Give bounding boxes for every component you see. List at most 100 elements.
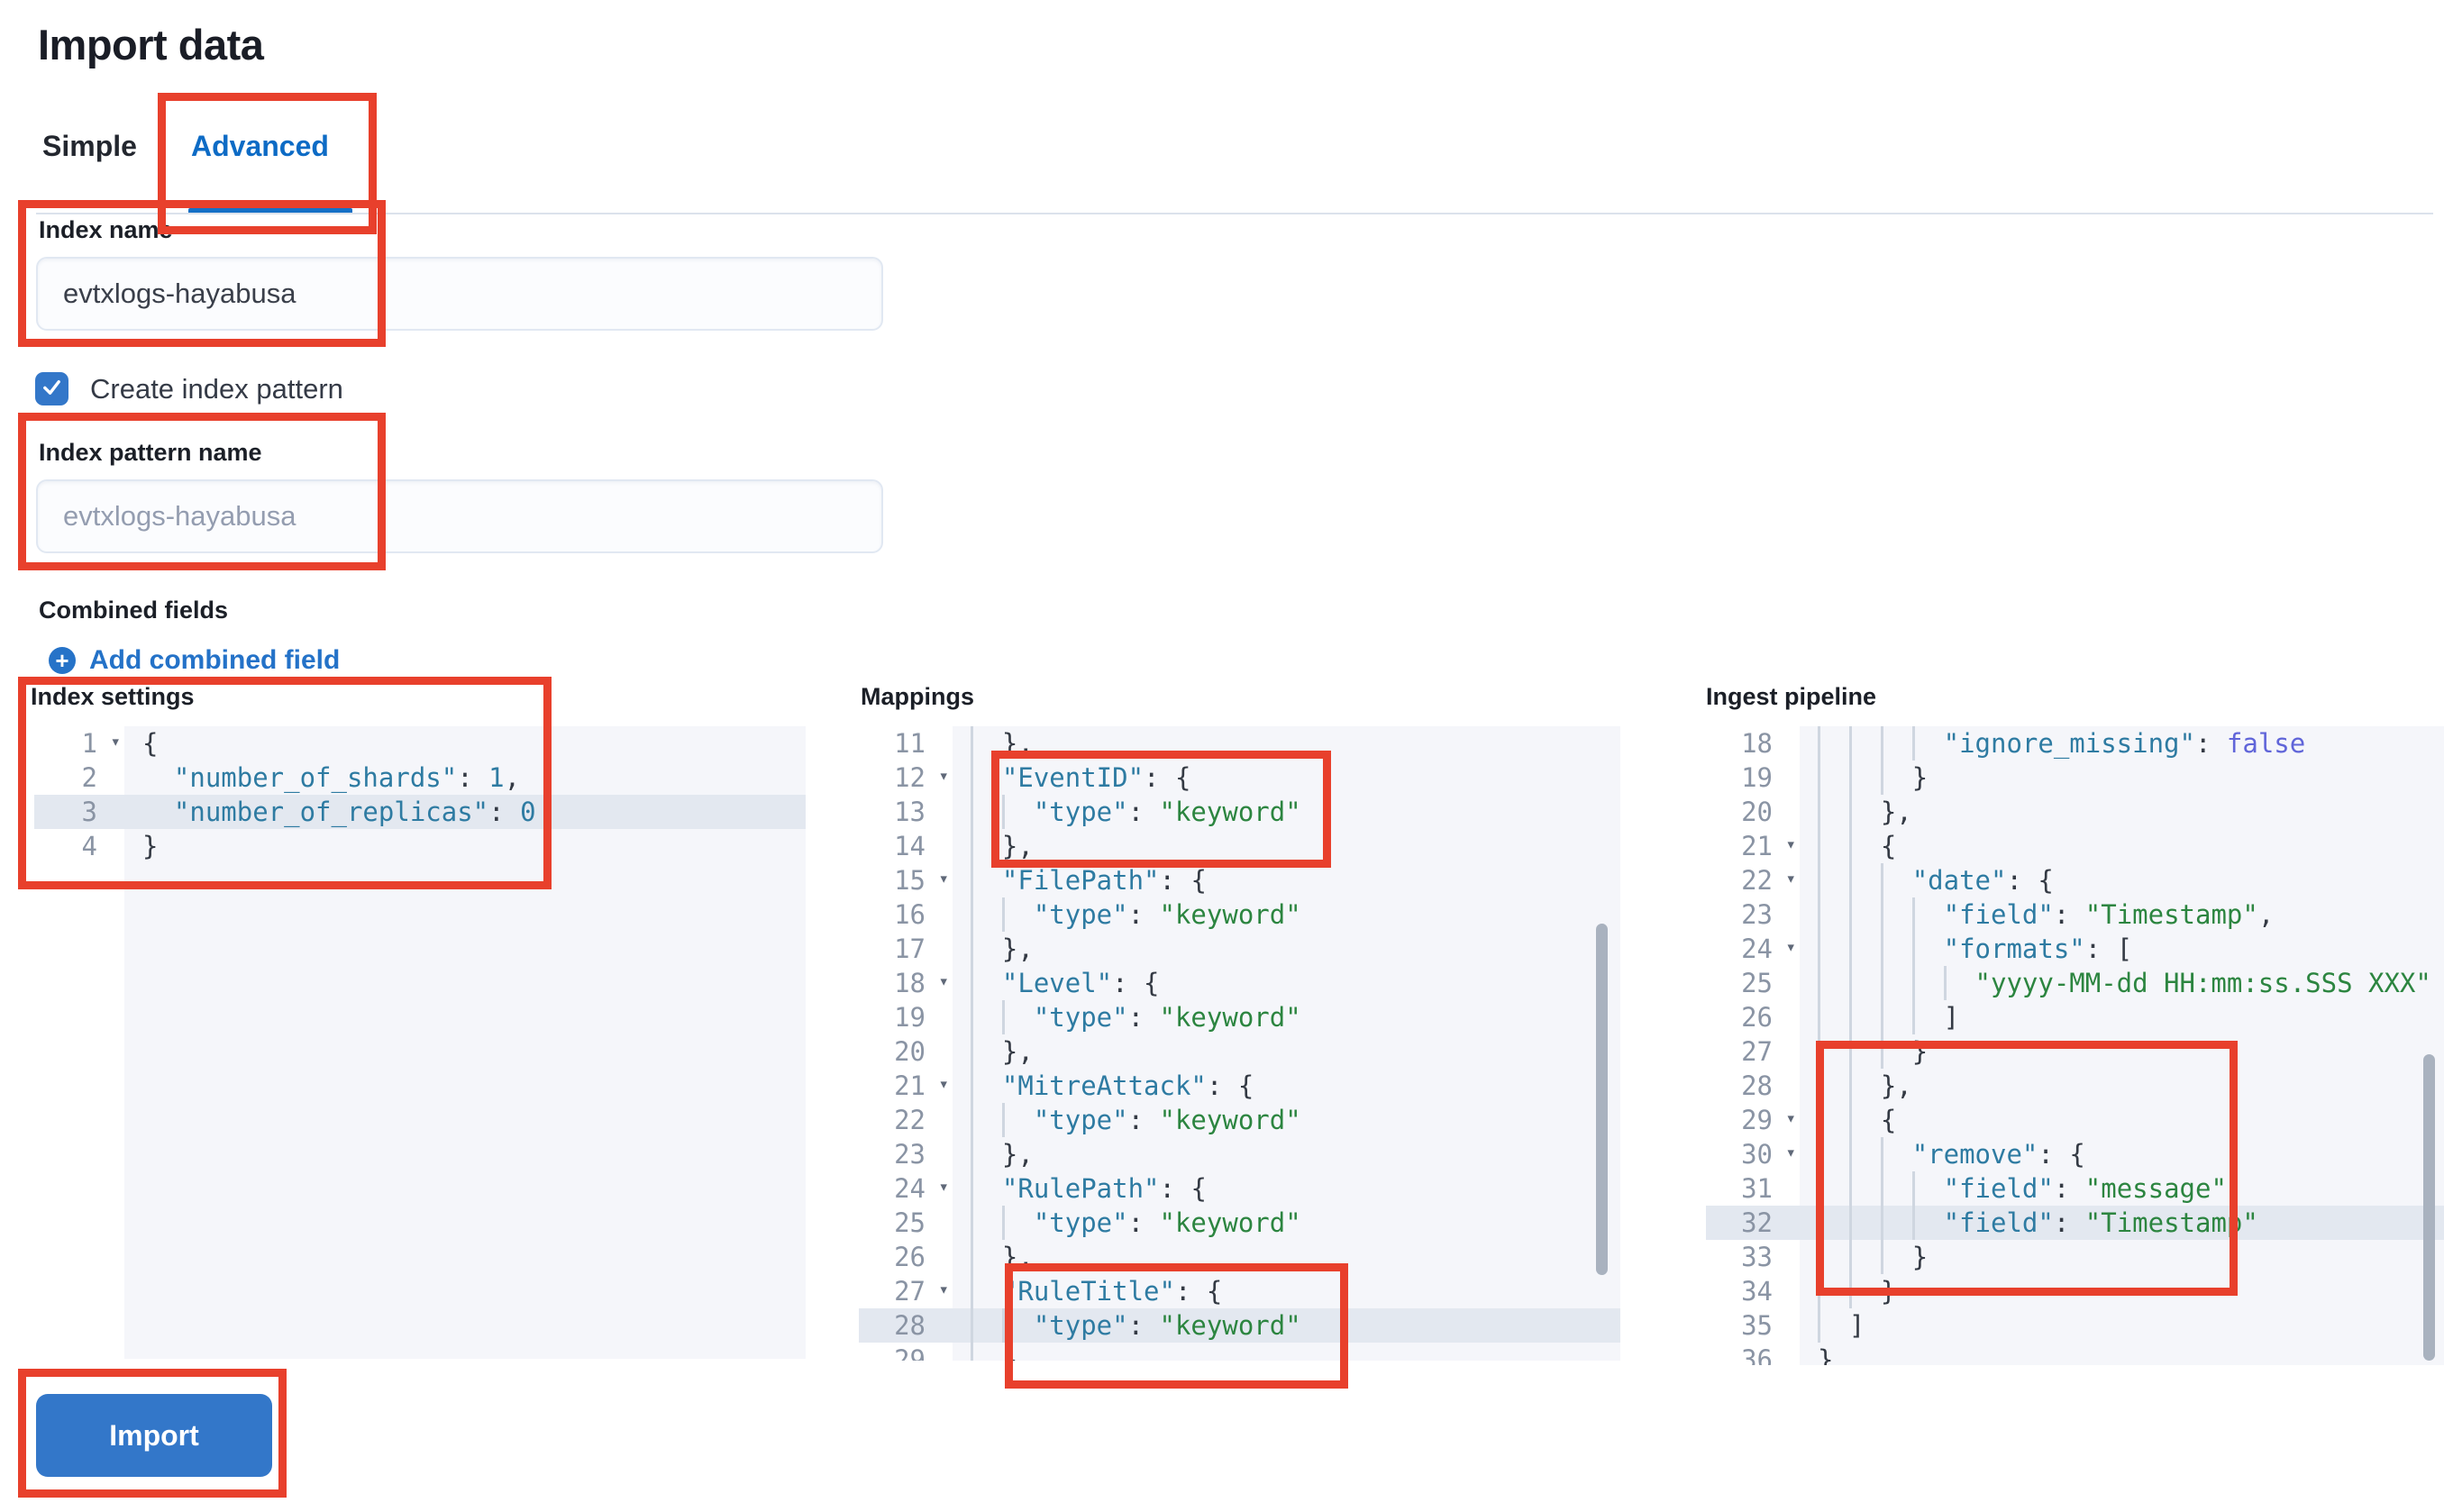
line-number: 31 (1741, 1173, 1773, 1204)
create-index-pattern-checkbox[interactable] (35, 372, 68, 405)
code-line[interactable]: 21▾{ (1706, 829, 2444, 863)
mappings-editor[interactable]: 11},12▾"EventID": {13"type": "keyword"14… (859, 726, 1620, 1361)
indent-guide (971, 1137, 1002, 1171)
code-line[interactable]: 18"ignore_missing": false (1706, 726, 2444, 761)
line-number: 3 (81, 797, 97, 827)
code-line[interactable]: 21▾"MitreAttack": { (859, 1069, 1620, 1103)
indent-guide (1849, 795, 1881, 829)
line-number: 14 (894, 831, 926, 861)
indent-guide (1818, 1000, 1849, 1034)
fold-arrow-icon[interactable]: ▾ (938, 1177, 949, 1197)
code-line[interactable]: 25"yyyy-MM-dd HH:mm:ss.SSS XXX" (1706, 966, 2444, 1000)
code-line[interactable]: 16"type": "keyword" (859, 897, 1620, 932)
code-line[interactable]: 23}, (859, 1137, 1620, 1171)
indent-guide (1881, 1000, 1912, 1034)
code-line[interactable]: 17}, (859, 932, 1620, 966)
fold-arrow-icon[interactable]: ▾ (110, 732, 121, 751)
fold-arrow-icon[interactable]: ▾ (1785, 1108, 1796, 1128)
fold-arrow-icon[interactable]: ▾ (938, 971, 949, 991)
code-line[interactable]: 4} (34, 829, 806, 863)
code-line[interactable]: 24▾"formats": [ (1706, 932, 2444, 966)
code-line[interactable]: 20}, (1706, 795, 2444, 829)
code-line[interactable]: 31"field": "message", (1706, 1171, 2444, 1206)
fold-arrow-icon[interactable]: ▾ (1785, 834, 1796, 854)
code-line[interactable]: 29▾{ (1706, 1103, 2444, 1137)
code-line[interactable]: 26}, (859, 1240, 1620, 1274)
code-line[interactable]: 34} (1706, 1274, 2444, 1308)
indent-guide (1818, 1308, 1849, 1343)
indent-guide (1002, 1103, 1034, 1137)
code-line[interactable]: 27} (1706, 1034, 2444, 1069)
code-line[interactable]: 27▾"RuleTitle": { (859, 1274, 1620, 1308)
code-line[interactable]: 20}, (859, 1034, 1620, 1069)
code-line[interactable]: 24▾"RulePath": { (859, 1171, 1620, 1206)
code-line[interactable]: 11}, (859, 726, 1620, 761)
line-number: 36 (1741, 1344, 1773, 1365)
fold-arrow-icon[interactable]: ▾ (938, 1280, 949, 1299)
indent-guide (1002, 795, 1034, 829)
code-line[interactable]: 28"type": "keyword" (859, 1308, 1620, 1343)
add-combined-field-link[interactable]: + Add combined field (49, 645, 340, 676)
import-button[interactable]: Import (36, 1394, 272, 1477)
line-number: 26 (1741, 1002, 1773, 1033)
code-line[interactable]: 23"field": "Timestamp", (1706, 897, 2444, 932)
code-line[interactable]: 3 "number_of_replicas": 0 (34, 795, 806, 829)
indent-guide (1849, 829, 1881, 863)
code-line[interactable]: 35] (1706, 1308, 2444, 1343)
tab-advanced[interactable]: Advanced (191, 130, 329, 162)
fold-arrow-icon[interactable]: ▾ (938, 1074, 949, 1094)
code-line[interactable]: 13"type": "keyword" (859, 795, 1620, 829)
indent-guide (1881, 726, 1912, 761)
code-line[interactable]: 30▾"remove": { (1706, 1137, 2444, 1171)
code-line[interactable]: 19} (1706, 761, 2444, 795)
indent-guide (1818, 829, 1849, 863)
code-line[interactable]: 28}, (1706, 1069, 2444, 1103)
indent-guide (1818, 932, 1849, 966)
tab-simple[interactable]: Simple (42, 130, 137, 162)
line-number: 23 (894, 1139, 926, 1170)
line-number: 25 (1741, 968, 1773, 998)
indent-guide (1818, 726, 1849, 761)
index-pattern-name-input[interactable] (36, 479, 883, 553)
indent-guide (1912, 932, 1944, 966)
fold-arrow-icon[interactable]: ▾ (1785, 869, 1796, 888)
line-number: 15▾ (859, 863, 953, 897)
vertical-scrollbar-thumb[interactable] (1596, 924, 1608, 1275)
code-line[interactable]: 22"type": "keyword" (859, 1103, 1620, 1137)
add-combined-field-label: Add combined field (89, 645, 341, 675)
code-line[interactable]: 19"type": "keyword" (859, 1000, 1620, 1034)
vertical-scrollbar-thumb[interactable] (2423, 1054, 2435, 1361)
code-line[interactable]: 18▾"Level": { (859, 966, 1620, 1000)
code-line[interactable]: 2 "number_of_shards": 1, (34, 761, 806, 795)
line-number: 17 (894, 934, 926, 964)
code-line[interactable]: 22▾"date": { (1706, 863, 2444, 897)
line-number: 21▾ (1706, 829, 1800, 863)
code-line[interactable]: 12▾"EventID": { (859, 761, 1620, 795)
code-line[interactable]: 15▾"FilePath": { (859, 863, 1620, 897)
code-line[interactable]: 26] (1706, 1000, 2444, 1034)
create-index-pattern-label: Create index pattern (90, 372, 343, 405)
code-line[interactable]: 33} (1706, 1240, 2444, 1274)
code-line[interactable]: 36} (1706, 1343, 2444, 1365)
fold-arrow-icon[interactable]: ▾ (1785, 1143, 1796, 1162)
code-line[interactable]: 1▾{ (34, 726, 806, 761)
fold-arrow-icon[interactable]: ▾ (938, 869, 949, 888)
create-index-pattern-row: Create index pattern (35, 372, 343, 405)
code-line[interactable]: 32"field": "Timestamp" (1706, 1206, 2444, 1240)
indent-guide (1881, 897, 1912, 932)
combined-fields-label: Combined fields (39, 597, 229, 624)
index-settings-editor[interactable]: 1▾{2 "number_of_shards": 1,3 "number_of_… (34, 726, 806, 1359)
fold-arrow-icon[interactable]: ▾ (1785, 937, 1796, 957)
line-number: 12▾ (859, 761, 953, 795)
fold-arrow-icon[interactable]: ▾ (938, 766, 949, 786)
line-number: 27▾ (859, 1274, 953, 1308)
indent-guide (1849, 1034, 1881, 1069)
code-line[interactable]: 29}, (859, 1343, 1620, 1361)
code-line[interactable]: 25"type": "keyword" (859, 1206, 1620, 1240)
index-name-input[interactable] (36, 257, 883, 331)
code-line[interactable]: 14}, (859, 829, 1620, 863)
indent-guide (1002, 1000, 1034, 1034)
indent-guide (971, 863, 1002, 897)
line-number: 25 (894, 1207, 926, 1238)
